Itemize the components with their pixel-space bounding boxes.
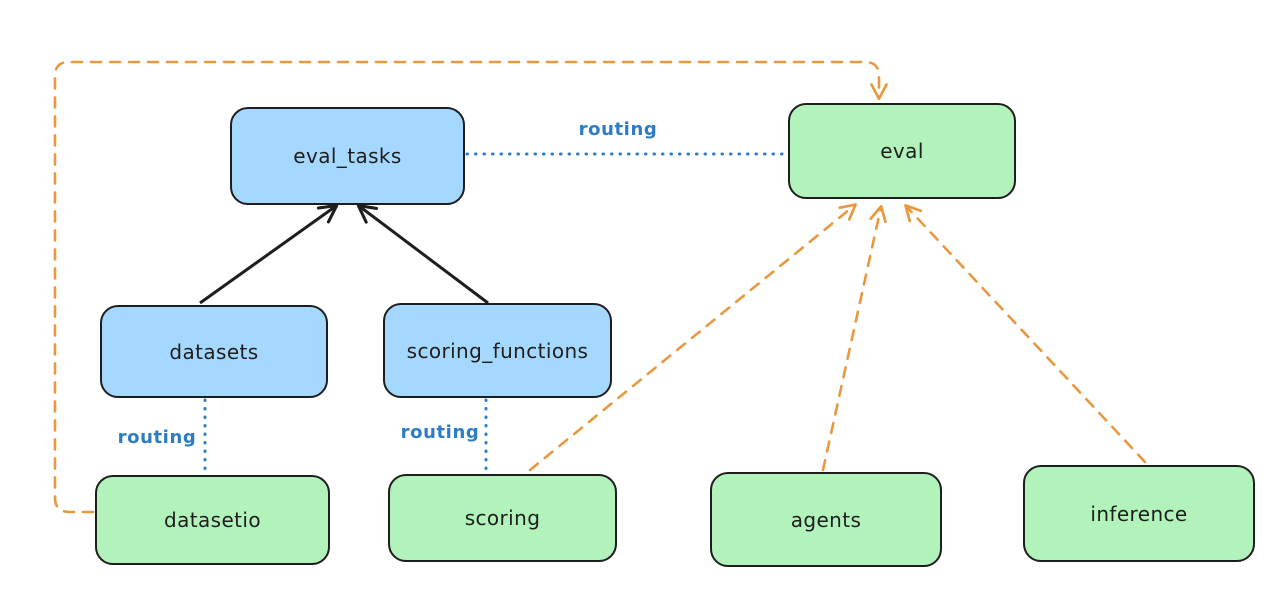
node-inference-label: inference bbox=[1090, 501, 1188, 526]
edge-agents-to-eval bbox=[821, 204, 887, 472]
edge-scoring-to-eval bbox=[528, 203, 857, 472]
node-eval-label: eval bbox=[880, 139, 924, 163]
edge-inference-to-eval bbox=[904, 204, 1147, 464]
edge-scoring-functions-to-eval-tasks bbox=[356, 203, 489, 305]
node-datasets-label: datasets bbox=[169, 339, 259, 364]
node-datasetio-label: datasetio bbox=[163, 508, 261, 532]
routing-label-datasets-datasetio: routing bbox=[117, 427, 197, 448]
node-agents: agents bbox=[710, 472, 942, 567]
node-scoring-functions-label: scoring_functions bbox=[406, 338, 589, 363]
routing-label-eval-tasks-eval: routing bbox=[578, 119, 658, 140]
node-datasets: datasets bbox=[100, 305, 328, 398]
node-eval-tasks-label: eval_tasks bbox=[293, 144, 402, 168]
node-datasetio: datasetio bbox=[95, 475, 330, 565]
node-scoring: scoring bbox=[388, 474, 617, 562]
node-scoring-functions: scoring_functions bbox=[383, 303, 612, 398]
edge-datasetio-to-eval-loop bbox=[53, 60, 888, 514]
node-inference: inference bbox=[1023, 465, 1255, 562]
node-eval-tasks: eval_tasks bbox=[230, 107, 465, 205]
routing-label-scoring-functions-scoring: routing bbox=[400, 422, 480, 443]
edge-datasets-to-eval-tasks bbox=[199, 203, 339, 305]
node-eval: eval bbox=[788, 103, 1016, 199]
node-agents-label: agents bbox=[790, 507, 862, 532]
node-scoring-label: scoring bbox=[464, 506, 541, 530]
